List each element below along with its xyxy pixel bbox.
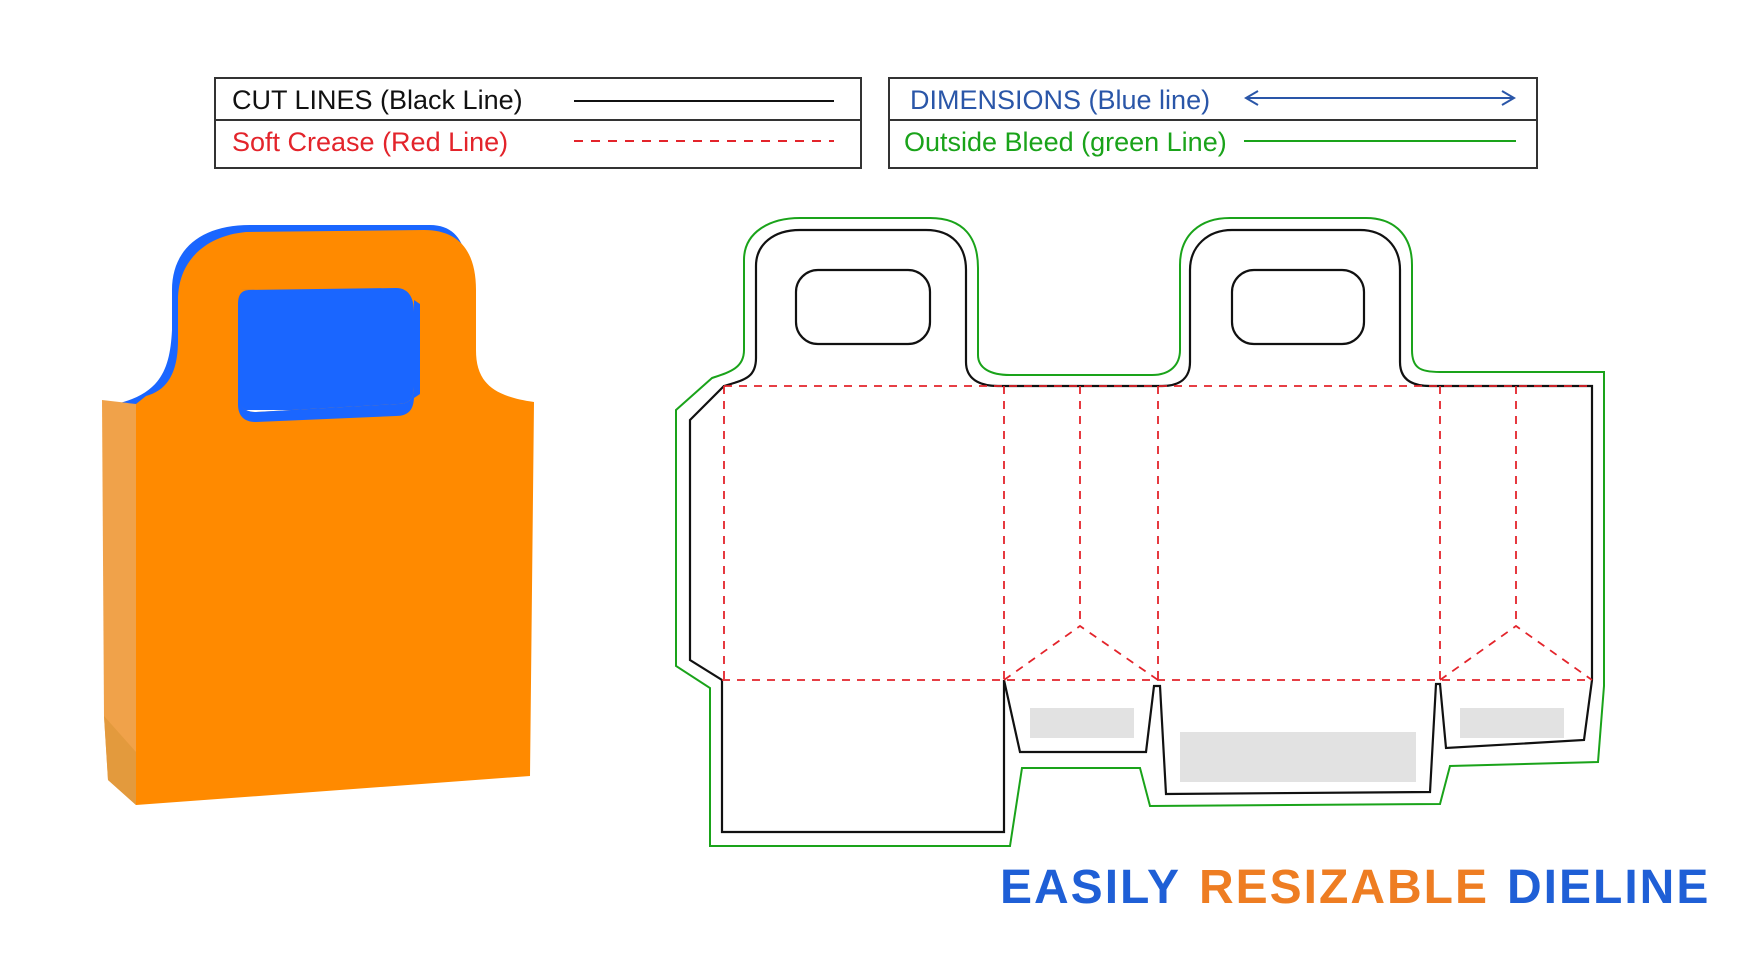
bleed-line-sample	[1244, 140, 1516, 142]
tagline-word-easily: EASILY	[1000, 861, 1181, 914]
crease-gusset-right	[1439, 624, 1593, 681]
cut-line-sample	[574, 100, 834, 102]
bag-side-fold	[104, 716, 136, 805]
cut-outline	[688, 228, 1594, 834]
bleed-outline	[675, 217, 1605, 847]
handle-cutout-right	[1230, 268, 1366, 346]
legend-box-right: DIMENSIONS (Blue line) Outside Bleed (gr…	[888, 77, 1538, 169]
legend-soft-crease-label: Soft Crease (Red Line)	[232, 127, 509, 157]
tagline-word-dieline: DIELINE	[1506, 861, 1711, 914]
legend-row-outside-bleed: Outside Bleed (green Line)	[890, 121, 1536, 163]
dieline	[675, 217, 1605, 847]
legend-row-cut-lines: CUT LINES (Black Line)	[216, 79, 860, 121]
glue-area-3	[1460, 708, 1564, 738]
legend-box-left: CUT LINES (Black Line) Soft Crease (Red …	[214, 77, 862, 169]
legend-row-soft-crease: Soft Crease (Red Line)	[216, 121, 860, 163]
glue-area-2	[1180, 732, 1416, 782]
bag-handle-shadow	[238, 386, 414, 422]
bag-mockup	[102, 225, 534, 805]
legend-outside-bleed-label: Outside Bleed (green Line)	[904, 127, 1227, 157]
dimension-arrow-sample	[1244, 90, 1516, 106]
crease-gusset-left	[1003, 624, 1159, 681]
bag-handle-shadow-right	[414, 300, 420, 398]
tagline-word-resizable: RESIZABLE	[1198, 861, 1489, 914]
bag-side-panel	[102, 400, 136, 805]
glue-area-1	[1030, 708, 1134, 738]
crease-lines	[722, 385, 1593, 681]
legend-row-dimensions: DIMENSIONS (Blue line)	[890, 79, 1536, 121]
handle-cutout-left	[794, 268, 932, 346]
legend-dimensions-label: DIMENSIONS (Blue line)	[910, 85, 1211, 115]
tagline: EASILY RESIZABLE DIELINE	[1000, 860, 1728, 915]
bag-front-panel	[136, 230, 534, 805]
legend-cut-lines-label: CUT LINES (Black Line)	[232, 85, 523, 115]
